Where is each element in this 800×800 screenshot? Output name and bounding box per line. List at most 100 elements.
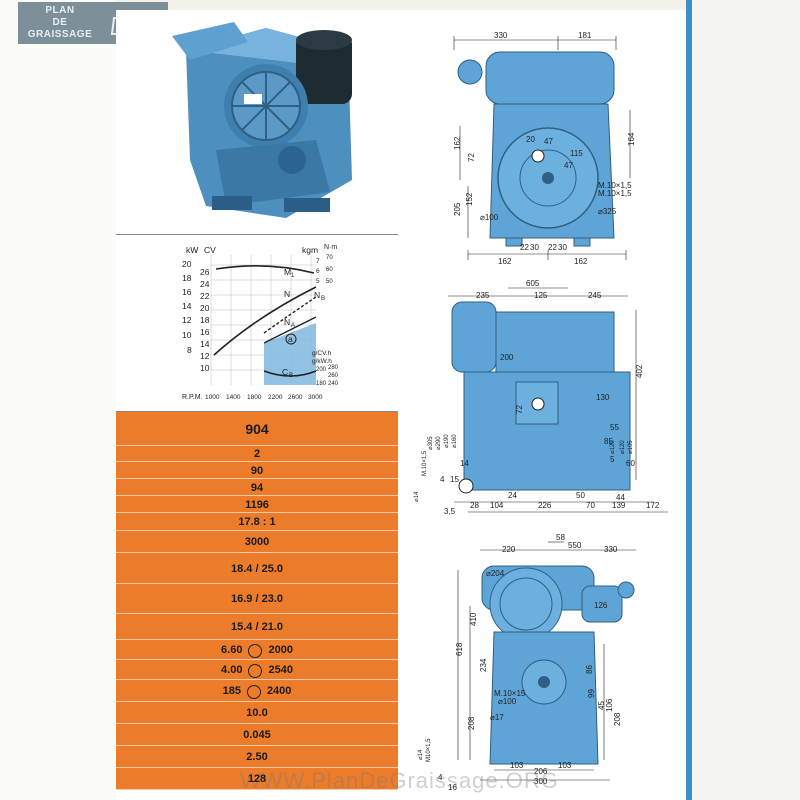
spec-rpm: 2000 (268, 644, 293, 656)
dimension-label: ⌀120 (610, 440, 616, 454)
gcv-tick: 180 (316, 381, 327, 387)
spec-row-torque: 6.60 2000 (116, 640, 398, 660)
axis-unit-nm: N·m (324, 244, 337, 251)
spec-row: 3000 (116, 531, 398, 553)
dimension-label: 106 (605, 698, 614, 712)
rpm-tick: 1400 (226, 394, 241, 401)
spec-value: 90 (250, 464, 264, 477)
at-rpm-icon (246, 685, 261, 699)
spec-row: 2 (116, 446, 398, 462)
drawing-side-view: 605 235 125 245 200 402 72 130 ⌀305 ⌀290… (414, 279, 668, 516)
engine-photo-panel (116, 10, 398, 235)
dimension-label: 330 (494, 31, 508, 40)
dimension-label: 70 (586, 501, 595, 510)
spec-value: 18.4 / 25.0 (231, 562, 283, 575)
dimension-label: 152 (465, 192, 474, 206)
dimension-label: 44 (616, 493, 625, 502)
axis-unit-kw: kW (186, 245, 198, 255)
cv-tick: 10 (200, 363, 210, 373)
dimension-label: 85 (604, 437, 613, 446)
watermark-url[interactable]: WWW.PlanDeGraissage.ORG (240, 768, 559, 793)
logo-line-3: GRAISSAGE (27, 29, 93, 40)
dimension-label: 5 (610, 455, 615, 464)
dimension-label: 4 (440, 475, 445, 484)
dimension-label: 30 (530, 243, 539, 252)
spec-value: 0.045 (243, 729, 271, 741)
rpm-tick: 2600 (288, 394, 303, 401)
dimension-label: 226 (538, 501, 552, 510)
dimension-label: ⌀325 (598, 207, 617, 216)
gkw-tick: 260 (328, 373, 339, 379)
curve-label-na-sub: A (291, 323, 295, 329)
dimension-label: 24 (508, 491, 517, 500)
rpm-tick: 1800 (247, 394, 262, 401)
cv-tick: 26 (200, 267, 210, 277)
dimension-label: 605 (526, 279, 540, 288)
kgm-tick: 5 (316, 278, 320, 285)
dimension-label: 300 (534, 777, 548, 786)
spec-value: 2 (253, 448, 261, 460)
dimension-label: 86 (585, 665, 594, 674)
dimension-label: 3,5 (444, 507, 456, 516)
dimension-label: 618 (455, 642, 464, 656)
dimension-label: 72 (515, 405, 524, 414)
dimension-label: 47 (564, 161, 573, 170)
dimension-label: 330 (604, 545, 618, 554)
at-rpm-icon (248, 664, 263, 678)
spec-value: 16.9 / 23.0 (231, 593, 283, 605)
spec-row: 90 (116, 462, 398, 479)
blue-edge-bar (686, 0, 692, 800)
dimension-label: 402 (635, 364, 644, 378)
dimension-label: 15 (450, 475, 459, 484)
spec-value: 128 (247, 773, 267, 785)
dimension-label: 126 (594, 601, 608, 610)
engine-photo (116, 10, 398, 234)
spec-row: 15.4 / 21.0 (116, 614, 398, 640)
dimension-label: 245 (588, 291, 602, 300)
spec-row-torque: 4.00 2540 (116, 660, 398, 680)
kw-tick: 16 (182, 287, 192, 297)
dimension-label: ⌀100 (498, 697, 517, 706)
spec-value: 15.4 / 21.0 (231, 621, 283, 633)
dimension-label: ⌀17 (490, 713, 504, 722)
dimension-label: M.10×1,5 (598, 189, 632, 198)
spec-value: 17.8 : 1 (238, 516, 276, 528)
nm-tick: 50 (326, 279, 333, 285)
kgm-tick: 7 (316, 258, 320, 265)
gcv-tick: 200 (316, 367, 327, 373)
gkw-tick: 280 (328, 365, 339, 371)
curve-label-m1-sub: 1 (291, 273, 295, 279)
curve-label-a: a (288, 334, 293, 344)
spec-value: 6.60 (221, 644, 243, 656)
cv-tick-labels: 26 24 22 20 18 16 14 12 10 (200, 267, 210, 373)
dimension-label: 50 (576, 491, 585, 500)
rpm-axis-label: R.P.M. (182, 394, 203, 401)
performance-curves-chart: a kW CV kgm N·m 20 18 16 14 12 10 8 26 2… (182, 244, 339, 401)
spec-row-torque: 185 2400 (116, 680, 398, 702)
dimension-label: 4 (438, 773, 443, 782)
dimension-label: 181 (578, 31, 592, 40)
cv-tick: 14 (200, 339, 210, 349)
consumption-unit-gcv: g/CV.h (312, 350, 332, 357)
dimension-label: 234 (479, 658, 488, 672)
cv-tick: 22 (200, 291, 210, 301)
spec-row: 2.50 (116, 746, 398, 768)
dimension-label: 410 (469, 612, 478, 626)
dimension-drawings: 330 181 20 47 47 162 72 115 164 M.10×1,5… (414, 31, 668, 792)
dimension-label: 60 (626, 459, 635, 468)
spec-model-number: 904 (245, 421, 269, 437)
curve-label-cb: C (282, 367, 288, 377)
cv-tick: 24 (200, 279, 210, 289)
curve-label-n: N (284, 289, 290, 299)
dimension-label: ⌀120 (620, 440, 626, 454)
dimension-label: ⌀105 (628, 440, 634, 454)
top-strip (116, 0, 686, 10)
power-curve-na (263, 316, 317, 344)
dimension-label: 55 (610, 423, 619, 432)
dimension-label: 14 (460, 459, 469, 468)
spec-value: 94 (250, 481, 264, 494)
power-curve-nb (263, 296, 317, 334)
dimension-label: 22 (520, 243, 529, 252)
dimension-label: 72 (467, 153, 476, 162)
curve-marker-a (285, 333, 297, 345)
